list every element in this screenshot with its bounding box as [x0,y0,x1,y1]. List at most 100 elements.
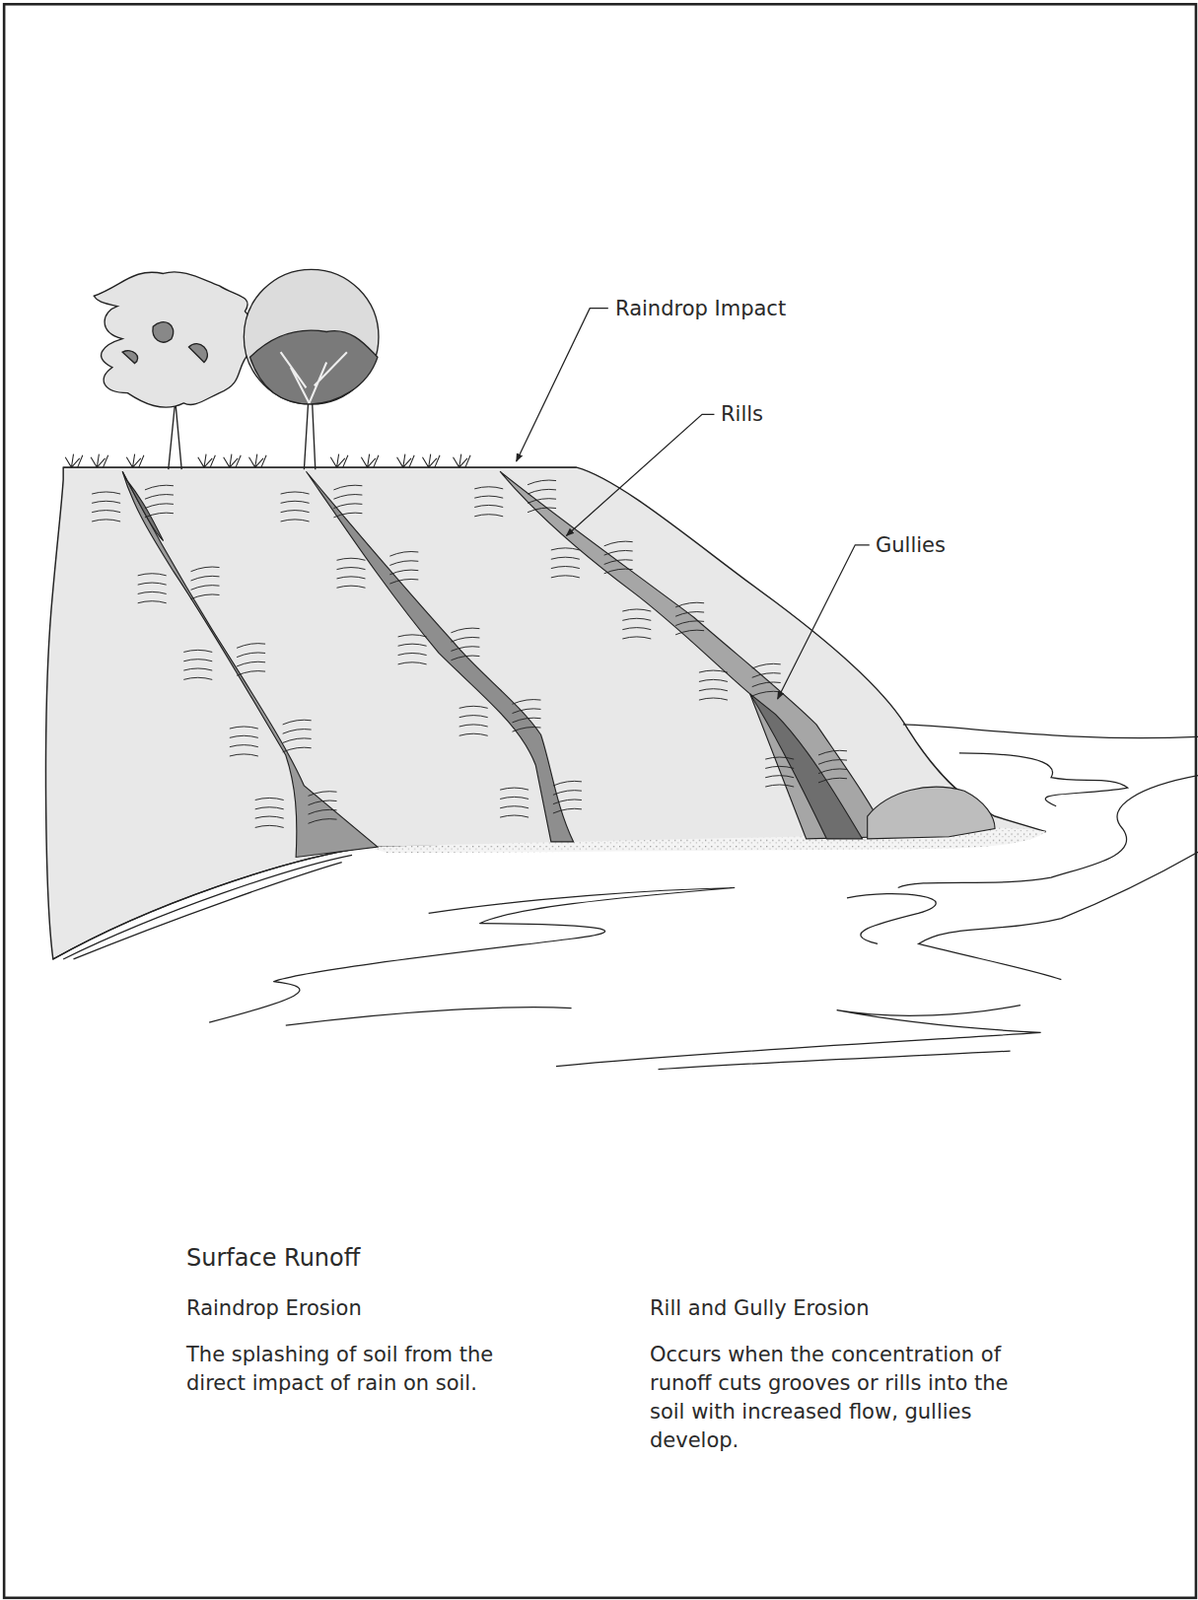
hatch-stroke [765,766,794,769]
grass-tuft [249,454,268,468]
hatch-stroke [474,504,503,507]
hatch-stroke [389,551,419,557]
hatch-stroke [308,791,338,797]
hatch-stroke [551,557,580,560]
hatch-stroke [333,503,362,509]
hatch-stroke [752,673,781,679]
hatch-stroke [236,643,266,649]
hatch-stroke [282,738,312,744]
hatch-stroke [281,492,310,494]
ground-surface [63,466,577,468]
hatch-stroke [281,510,310,513]
flow-hatching [91,480,847,828]
grass-tuft [397,454,416,468]
hatch-stroke [229,754,259,757]
hatch-stroke [144,494,174,500]
section-text: The splashing of soil from the direct im… [186,1340,527,1399]
hatch-stroke [604,568,634,574]
grass-tuft [126,454,144,468]
hatch-stroke [191,575,220,581]
hatch-stroke [389,578,419,584]
hatch-stroke [91,492,121,494]
hatch-stroke [236,661,266,667]
hatch-stroke [765,784,794,787]
hatch-stroke [553,799,582,805]
section-heading: Rill and Gully Erosion [649,1294,870,1324]
tree [243,269,379,470]
hatch-stroke [183,668,212,671]
hatch-stroke [229,735,259,738]
hatch-stroke [459,724,489,727]
hatch-stroke [474,495,503,498]
hatch-stroke [604,550,634,556]
hatch-stroke [281,519,310,522]
hatch-stroke [191,594,220,600]
grass-tufts [65,454,471,468]
hatch-stroke [255,807,284,810]
hatch-stroke [308,800,338,806]
hatch-stroke [699,689,728,692]
hatch-stroke [765,757,794,760]
leader-lines [516,308,870,700]
hatch-stroke [527,507,557,513]
hatch-stroke [765,775,794,778]
hatch-stroke [818,760,847,766]
hatch-stroke [459,715,489,718]
hatch-stroke [255,825,284,828]
diagram-title: Surface Runoff [186,1242,360,1275]
hatch-stroke [499,787,529,790]
hatch-stroke [512,708,542,714]
hatch-stroke [229,745,259,748]
hatch-stroke [91,510,121,513]
hatch-stroke [144,512,174,518]
callout-label: Gullies [875,531,946,561]
hatch-stroke [527,480,557,486]
hatch-stroke [604,541,634,547]
hatch-stroke [551,575,580,578]
hatch-stroke [282,719,312,725]
hatch-stroke [398,634,427,637]
hatch-stroke [91,500,121,503]
hatch-stroke [255,797,284,800]
hatch-stroke [551,566,580,569]
hatch-stroke [604,560,634,565]
hatch-stroke [675,612,705,618]
hatch-stroke [553,808,582,814]
hatch-stroke [499,806,529,809]
section-text: Occurs when the concentration of runoff … [649,1340,1040,1456]
ground-lines [53,846,368,960]
hatch-stroke [398,652,427,655]
hatch-stroke [622,628,651,631]
hatch-stroke [675,602,705,608]
grass-tuft [453,454,472,468]
section-heading: Raindrop Erosion [186,1294,362,1324]
hatch-stroke [512,700,542,705]
hatch-stroke [191,585,220,591]
hatch-stroke [818,777,847,783]
hatch-stroke [337,585,366,588]
hatch-stroke [512,727,542,733]
hatch-stroke [450,646,480,652]
hatch-stroke [450,655,480,661]
grass-tuft [65,454,83,468]
hatch-stroke [752,691,781,697]
hatch-stroke [818,750,847,756]
hatch-stroke [333,512,362,518]
hatch-stroke [255,816,284,819]
grass-tuft [330,454,349,468]
hatch-stroke [474,487,503,490]
hatch-stroke [622,618,651,621]
hatch-stroke [512,717,542,723]
hatch-stroke [752,663,781,669]
hatch-stroke [499,815,529,818]
grass-tuft [198,454,216,468]
hatch-stroke [551,548,580,551]
hatch-stroke [236,652,266,658]
hatch-stroke [699,670,728,673]
hillside [45,467,1046,960]
hatch-stroke [450,628,480,634]
hatch-stroke [91,519,121,522]
hatch-stroke [675,630,705,635]
grass-tuft [90,454,109,468]
